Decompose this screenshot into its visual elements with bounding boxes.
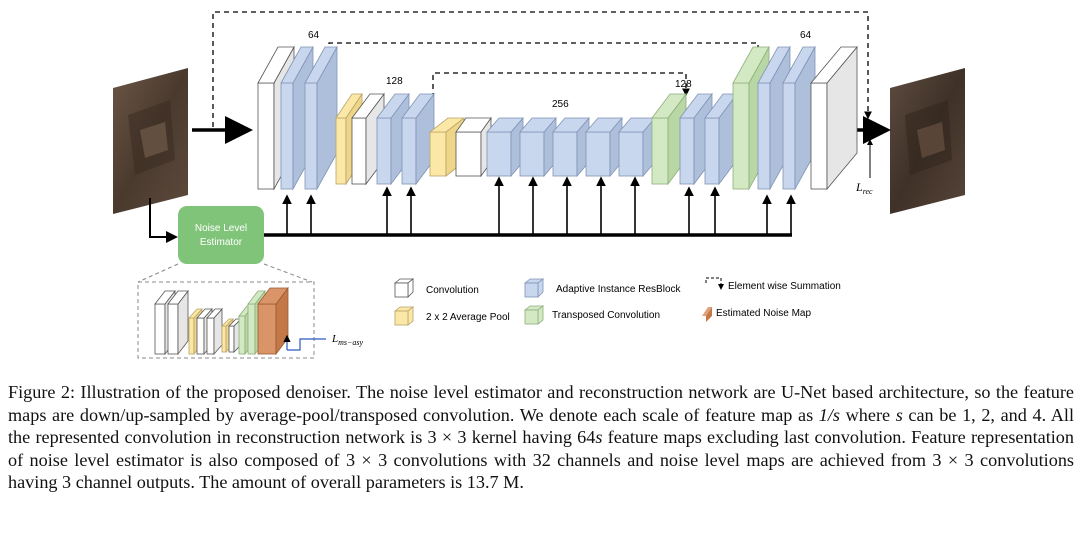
legend-avg-pool: 2 x 2 Average Pool bbox=[393, 306, 510, 326]
est-conv2 bbox=[167, 289, 189, 356]
network-blocks bbox=[257, 45, 858, 191]
lms-label: Lms−asy bbox=[331, 333, 364, 347]
noise-level-estimator: Noise Level Estimator bbox=[178, 206, 264, 264]
label-128-right: 128 bbox=[675, 79, 692, 90]
legend-element-sum-text: Element wise Summation bbox=[728, 281, 841, 292]
estimator-blocks bbox=[154, 286, 289, 356]
estimator-label-1: Noise Level bbox=[195, 223, 247, 234]
dec1-res2 bbox=[782, 45, 816, 191]
caption-var-s2: s bbox=[595, 427, 603, 447]
legend-element-sum: Element wise Summation bbox=[705, 277, 841, 292]
label-64-right: 64 bbox=[800, 30, 812, 41]
dec1-final-conv bbox=[810, 45, 858, 191]
caption-part1: Figure 2: Illustration of the proposed d… bbox=[8, 382, 1074, 425]
caption-part2: where bbox=[840, 404, 896, 425]
legend-adain-resblock: Adaptive Instance ResBlock bbox=[523, 278, 682, 298]
output-clean-image bbox=[890, 68, 965, 214]
bott-res4 bbox=[585, 116, 623, 178]
legend-noise-map-text: Estimated Noise Map bbox=[716, 308, 811, 319]
architecture-diagram: 64 128 256 128 64 Lrec Noise Level Estim… bbox=[113, 11, 965, 359]
caption-part3: can be 1, 2, and 4. All the represented … bbox=[8, 404, 1074, 448]
lms-arrow bbox=[283, 334, 326, 351]
caption-frac: 1/s bbox=[818, 404, 841, 425]
est-noise-map bbox=[257, 286, 289, 356]
input-noisy-image bbox=[113, 68, 188, 214]
legend-noise-map: Estimated Noise Map bbox=[702, 307, 811, 322]
legend-convolution-text: Convolution bbox=[426, 285, 479, 296]
estimator-detail-panel bbox=[137, 263, 315, 359]
estimator-label-2: Estimator bbox=[200, 237, 243, 248]
bott-res3 bbox=[552, 116, 590, 178]
legend-transposed-conv: Transposed Convolution bbox=[523, 305, 660, 325]
label-256: 256 bbox=[552, 99, 569, 110]
caption-var-s: s bbox=[895, 404, 903, 425]
bott-conv bbox=[455, 116, 492, 178]
channel-labels: 64 128 256 128 64 bbox=[308, 30, 812, 110]
bott-res5 bbox=[618, 116, 656, 178]
est-conv4 bbox=[206, 307, 223, 356]
bott-res1 bbox=[486, 116, 524, 178]
bott-res2 bbox=[519, 116, 557, 178]
figure-caption: Figure 2: Illustration of the proposed d… bbox=[8, 381, 1074, 494]
legend: Convolution 2 x 2 Average Pool Adaptive … bbox=[393, 277, 841, 326]
enc1-res2 bbox=[304, 45, 338, 191]
lrec-label: Lrec bbox=[855, 180, 873, 196]
legend-convolution: Convolution bbox=[393, 278, 479, 298]
label-128-left: 128 bbox=[386, 76, 403, 87]
legend-adain-text: Adaptive Instance ResBlock bbox=[556, 284, 682, 295]
legend-avg-pool-text: 2 x 2 Average Pool bbox=[426, 312, 510, 323]
label-64-left: 64 bbox=[308, 30, 320, 41]
enc2-res2 bbox=[401, 92, 435, 186]
noise-map-bus bbox=[149, 176, 796, 243]
legend-transposed-text: Transposed Convolution bbox=[552, 310, 660, 321]
caption-part4: feature maps excluding last convolution.… bbox=[8, 427, 1074, 492]
